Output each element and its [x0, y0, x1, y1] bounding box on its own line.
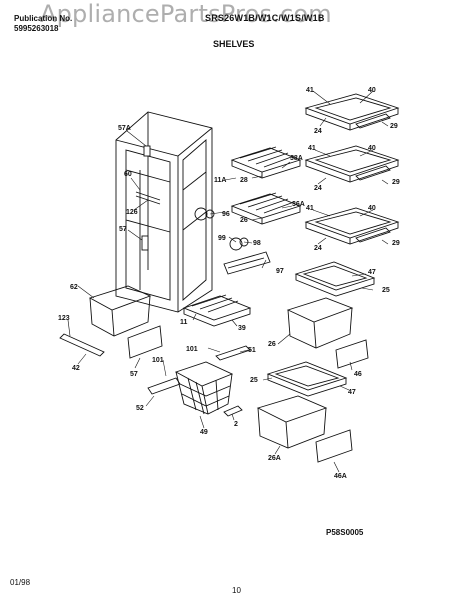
part-label: 42 [72, 365, 80, 372]
publication-number: 5995263018 [14, 24, 59, 33]
part-label: 62 [70, 284, 78, 291]
watermark: AppliancePartsPros.com [40, 0, 332, 28]
part-label: 57A [118, 125, 131, 132]
publication-date: 01/98 [10, 578, 31, 587]
crisper-cover-2 [266, 361, 348, 397]
part-label: 60 [124, 171, 132, 178]
part-label: 47 [348, 389, 356, 396]
part-label: 101 [152, 357, 164, 364]
crisper-drawer-2 [256, 395, 328, 449]
refrigerator-cabinet [115, 111, 213, 313]
part-label: 29 [392, 240, 400, 247]
part-label: 49 [200, 429, 208, 436]
part-label: 46A [334, 473, 347, 480]
part-label: 24 [314, 128, 322, 135]
part-label: 98 [253, 240, 261, 247]
shelf-assembly-2 [304, 145, 400, 183]
freezer-bin [59, 285, 152, 357]
part-label: 51 [248, 347, 256, 354]
leader-lines [67, 90, 389, 473]
part-label: 39 [238, 325, 246, 332]
part-label: 29 [392, 179, 400, 186]
drawing-id: P58S0005 [326, 528, 364, 537]
crisper-front-2 [315, 429, 353, 463]
part-label: 41 [308, 145, 316, 152]
shelf-assembly-3 [304, 207, 400, 245]
door-bin-front [127, 325, 163, 359]
part-label: 38A [290, 155, 303, 162]
freezer-wire-shelf-lower [182, 294, 252, 327]
part-label: 11A [214, 177, 226, 184]
part-label: 57 [119, 226, 127, 233]
crisper-cover [294, 261, 376, 297]
part-label: 46 [354, 371, 362, 378]
part-label: 24 [314, 185, 322, 192]
part-label: 101 [186, 346, 198, 353]
part-label: 26A [268, 455, 281, 462]
part-label: 11 [180, 319, 188, 326]
publication-label: Publication No. [14, 14, 73, 23]
part-label: 123 [58, 315, 70, 322]
model-number: SRS26W1B/W1C/W1S/W1B [205, 13, 325, 23]
part-label: 36A [292, 201, 305, 208]
part-label: 40 [368, 87, 376, 94]
part-label: 26 [240, 217, 248, 224]
part-label: 25 [250, 377, 258, 384]
part-number-labels: 41 40 24 29 57A 38A 28 11A 26 60 41 40 2… [58, 87, 400, 480]
part-label: 24 [314, 245, 322, 252]
part-label: 28 [240, 177, 248, 184]
part-label: 57 [130, 371, 138, 378]
shelf-support-parts [194, 207, 271, 275]
part-label: 25 [382, 287, 390, 294]
part-label: 99 [218, 235, 226, 242]
page-number: 10 [232, 586, 241, 595]
shelf-assembly-1 [304, 93, 400, 131]
part-label: 47 [368, 269, 376, 276]
part-label: 29 [390, 123, 398, 130]
part-label: 52 [136, 405, 144, 412]
part-label: 26 [268, 341, 276, 348]
part-label: 2 [234, 421, 238, 428]
section-title: SHELVES [213, 39, 255, 49]
freezer-basket [174, 361, 234, 415]
part-label: 41 [306, 87, 314, 94]
part-label: 40 [368, 205, 376, 212]
part-label: 126 [126, 209, 138, 216]
freezer-wire-shelf-middle [230, 192, 302, 225]
part-label: 97 [276, 268, 284, 275]
part-label: 40 [368, 145, 376, 152]
part-label: 41 [306, 205, 314, 212]
crisper-front-1 [335, 339, 369, 369]
basket-rail [147, 345, 251, 417]
crisper-drawer-1 [286, 297, 354, 349]
freezer-wire-shelf-upper [230, 146, 302, 179]
part-label: 96 [222, 211, 230, 218]
